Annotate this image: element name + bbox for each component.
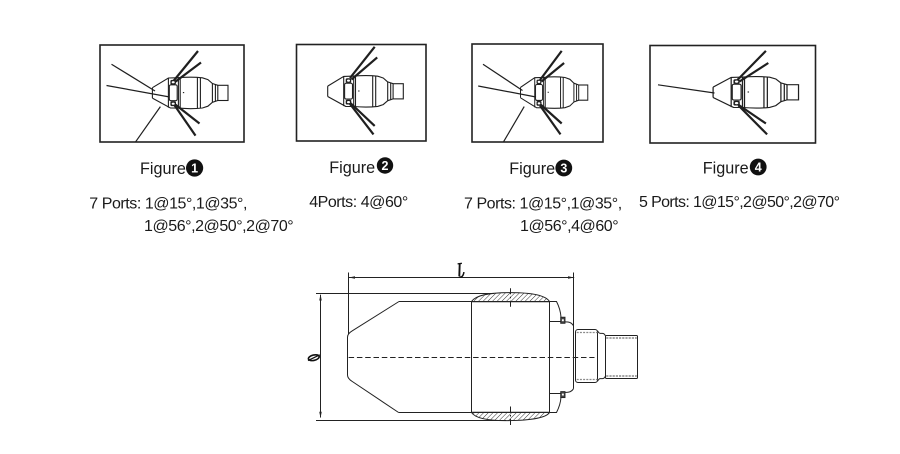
svg-text:4: 4 xyxy=(755,160,762,174)
svg-text:5 Ports: 1@15°,2@50°,2@70°: 5 Ports: 1@15°,2@50°,2@70° xyxy=(639,194,840,211)
svg-text:1@56°,2@50°,2@70°: 1@56°,2@50°,2@70° xyxy=(144,218,293,235)
svg-text:7 Ports: 1@15°,1@35°,: 7 Ports: 1@15°,1@35°, xyxy=(464,196,622,213)
svg-text:1@56°,4@60°: 1@56°,4@60° xyxy=(520,218,618,235)
svg-text:7 Ports: 1@15°,1@35°,: 7 Ports: 1@15°,1@35°, xyxy=(89,196,247,213)
svg-text:Figure: Figure xyxy=(703,160,749,178)
svg-text:1: 1 xyxy=(191,161,198,175)
svg-text:Figure: Figure xyxy=(140,160,186,178)
svg-text:4Ports: 4@60°: 4Ports: 4@60° xyxy=(309,194,408,211)
svg-text:3: 3 xyxy=(560,161,567,175)
svg-text:Figure: Figure xyxy=(509,160,555,178)
svg-text:2: 2 xyxy=(382,159,389,173)
svg-text:Figure: Figure xyxy=(329,159,375,177)
